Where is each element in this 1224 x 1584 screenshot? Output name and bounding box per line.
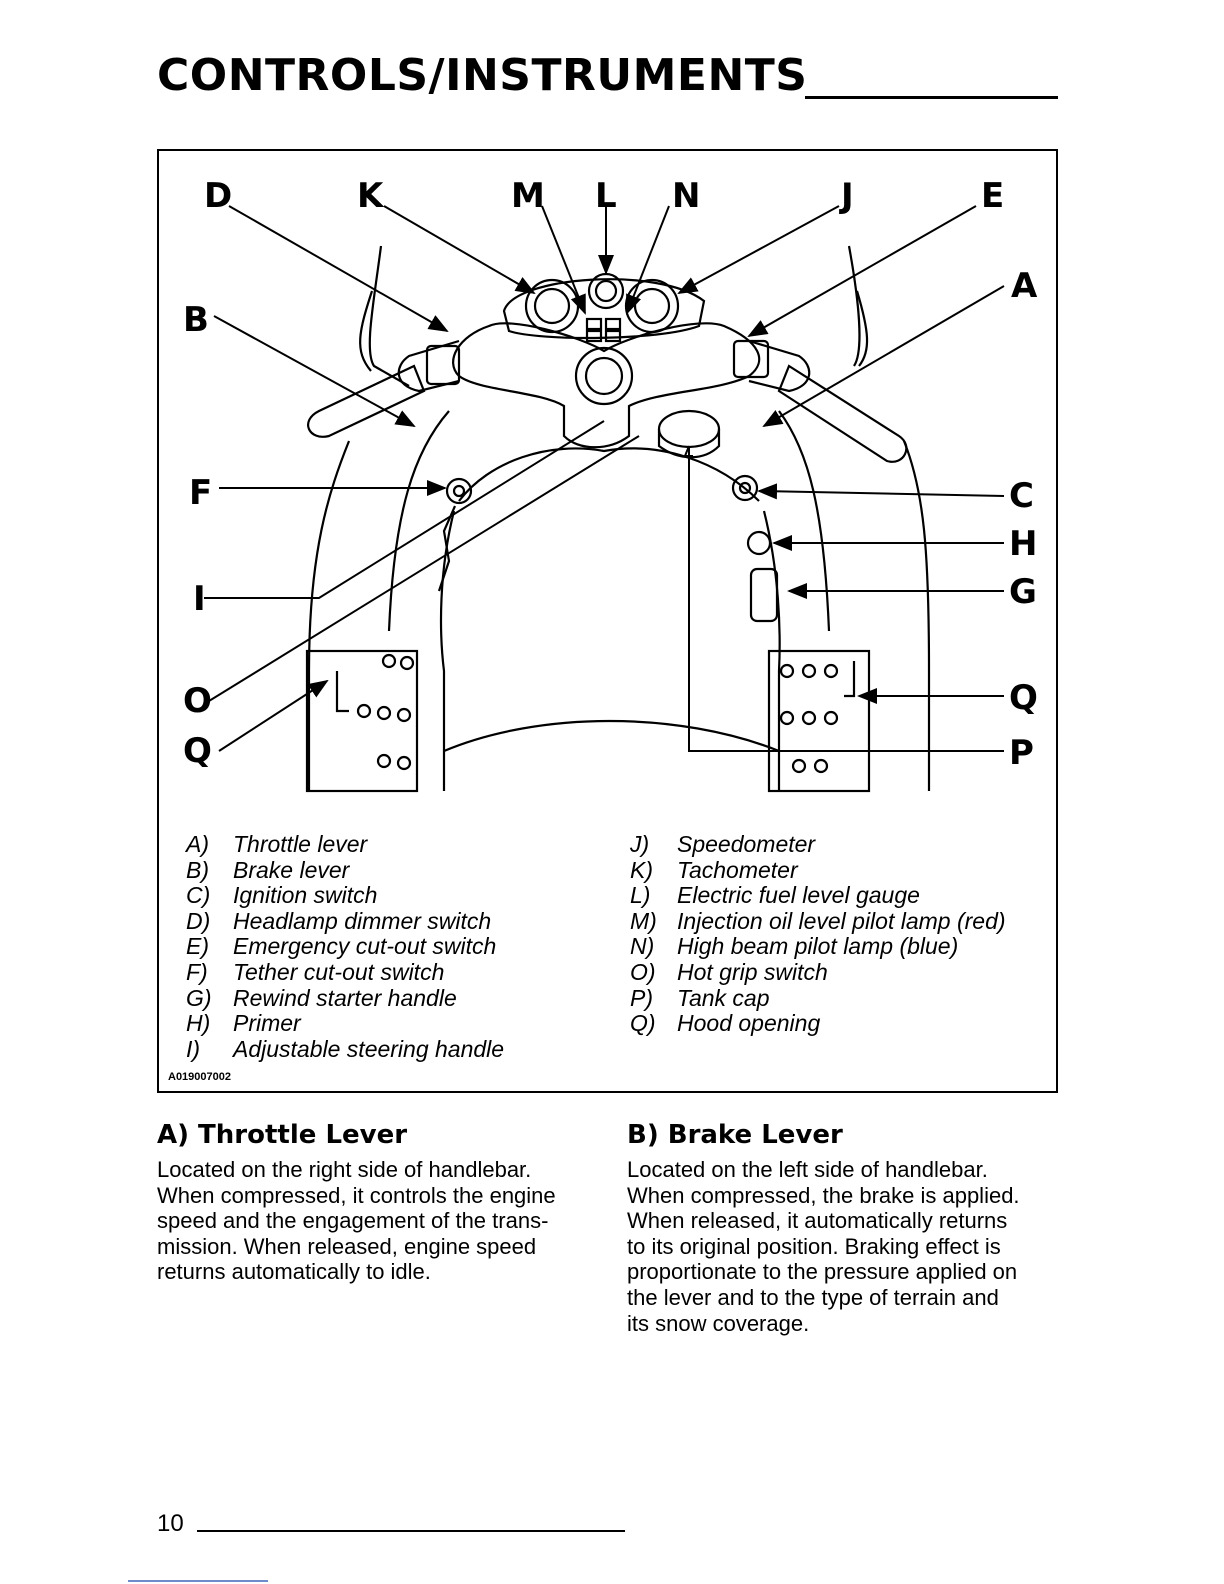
legend-item: P)Tank cap	[630, 984, 770, 1011]
legend-item: Q)Hood opening	[630, 1010, 821, 1037]
brake-lever-text: Located on the left side of handlebar. W…	[627, 1157, 1020, 1336]
callout-f: F	[189, 473, 213, 513]
callout-q-right: Q	[1009, 678, 1038, 718]
title-rule	[805, 96, 1058, 99]
callout-d: D	[204, 176, 233, 216]
page-title: CONTROLS/INSTRUMENTS	[157, 50, 808, 101]
controls-figure: D K M L N J E A B F C H I G O Q Q P	[157, 149, 1058, 1093]
callout-k: K	[357, 176, 384, 216]
legend-item: K)Tachometer	[630, 856, 798, 883]
throttle-lever-heading: A) Throttle Lever	[157, 1120, 408, 1150]
callout-l: L	[595, 176, 617, 216]
footer-rule	[197, 1530, 625, 1532]
page-number: 10	[157, 1510, 184, 1537]
callout-e: E	[981, 176, 1005, 216]
throttle-lever-text: Located on the right side of handlebar. …	[157, 1157, 556, 1285]
callout-h: H	[1009, 524, 1038, 564]
legend-item: E)Emergency cut-out switch	[186, 933, 497, 960]
legend-right: J)Speedometer K)Tachometer L)Electric fu…	[630, 831, 1006, 1037]
legend-item: L)Electric fuel level gauge	[630, 882, 920, 909]
figure-reference: A019007002	[168, 1071, 232, 1083]
snowmobile-controls-drawing	[204, 205, 1005, 793]
callout-c: C	[1009, 476, 1034, 516]
legend-item: O)Hot grip switch	[630, 958, 828, 985]
legend-item: J)Speedometer	[630, 831, 816, 857]
callout-o: O	[183, 681, 212, 721]
callout-p: P	[1009, 733, 1034, 773]
callout-q-left: Q	[183, 731, 212, 771]
callout-m: M	[511, 176, 545, 216]
legend-item: G)Rewind starter handle	[186, 984, 457, 1011]
callout-n: N	[672, 176, 701, 216]
legend-item: N)High beam pilot lamp (blue)	[630, 933, 959, 960]
bottom-tab-line	[128, 1580, 268, 1582]
callout-i: I	[193, 579, 206, 619]
brake-lever-heading: B) Brake Lever	[627, 1120, 843, 1150]
callout-j: J	[841, 176, 854, 216]
legend-item: D)Headlamp dimmer switch	[186, 907, 492, 934]
legend-item: A)Throttle lever	[186, 831, 368, 857]
callout-g: G	[1009, 572, 1037, 612]
callout-b: B	[183, 300, 209, 340]
legend-item: C)Ignition switch	[186, 882, 378, 909]
legend-item: B)Brake lever	[186, 856, 350, 883]
legend-item: I)Adjustable steering handle	[186, 1035, 505, 1062]
legend-item: H)Primer	[186, 1010, 301, 1037]
legend-left: A)Throttle lever B)Brake lever C)Ignitio…	[186, 831, 505, 1062]
legend-item: F)Tether cut-out switch	[186, 958, 445, 985]
legend-item: M)Injection oil level pilot lamp (red)	[630, 907, 1006, 934]
callout-a: A	[1011, 266, 1038, 306]
